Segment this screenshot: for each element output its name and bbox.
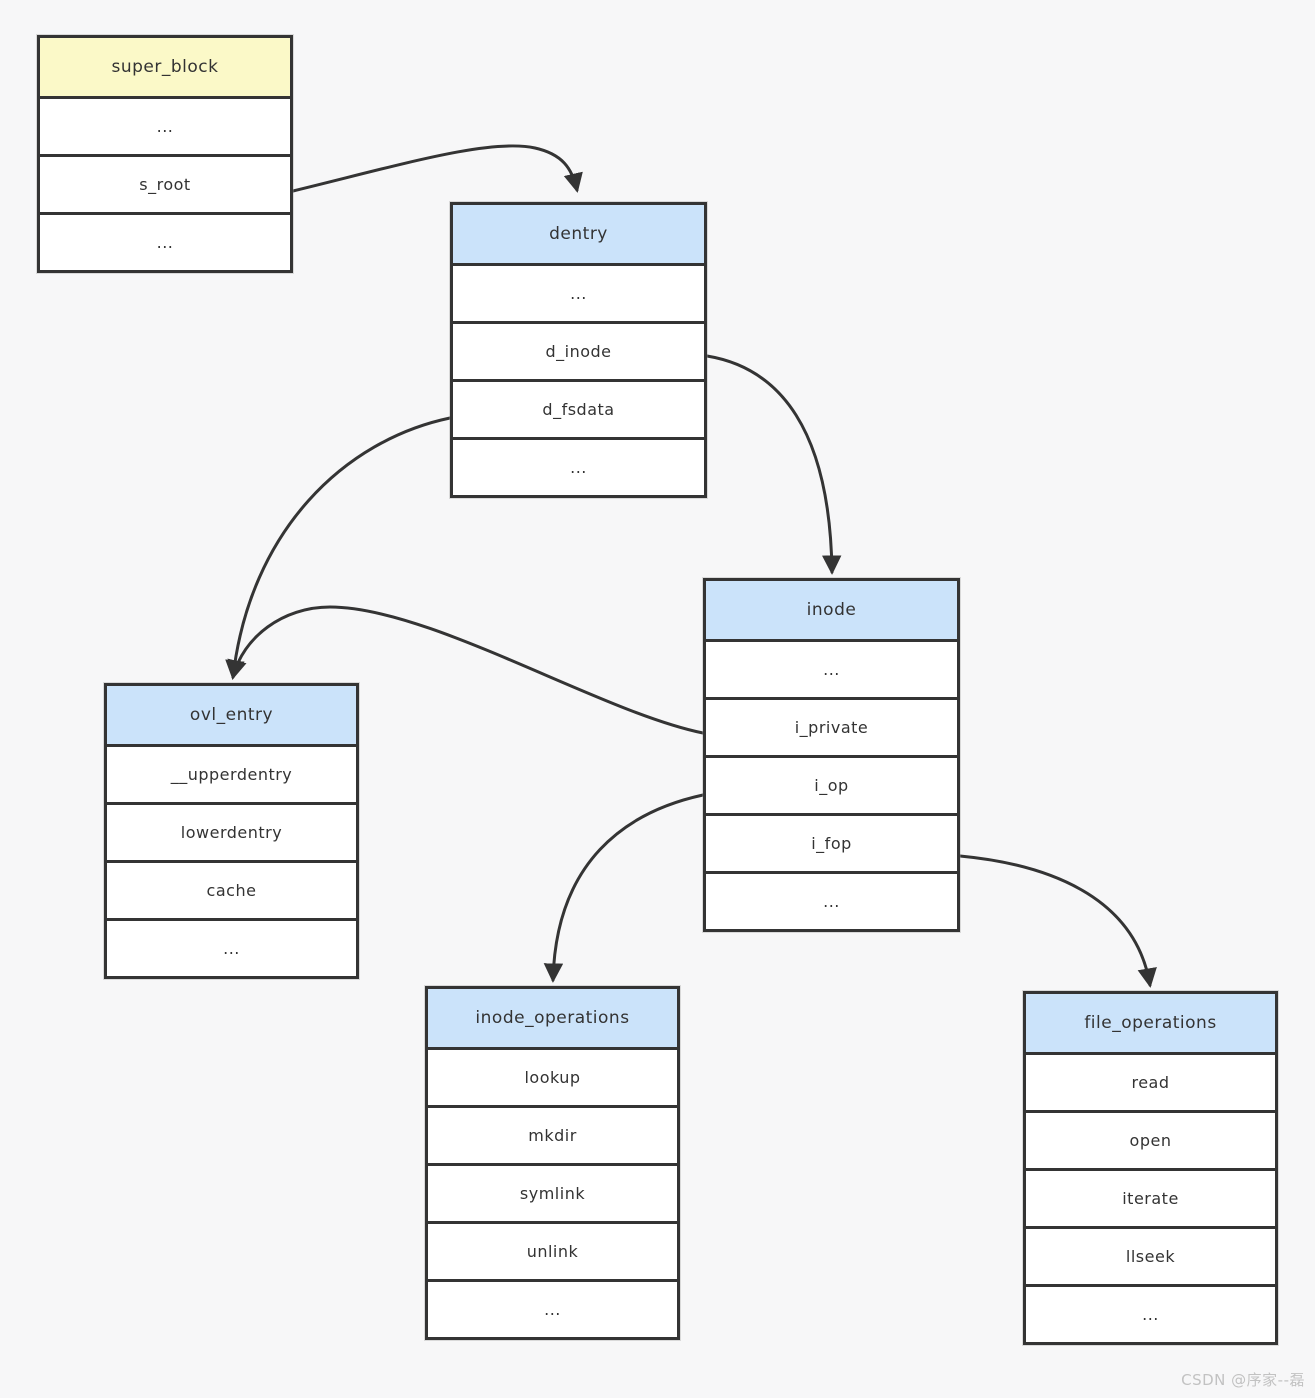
field-s-root: s_root	[40, 154, 290, 212]
struct-inode: inode ... i_private i_op i_fop ...	[703, 578, 960, 932]
struct-super-block: super_block ... s_root ...	[37, 35, 293, 273]
struct-inode-operations-title: inode_operations	[428, 989, 677, 1047]
edge-d-fsdata-to-ovl-entry	[225, 416, 452, 680]
struct-ovl-entry: ovl_entry __upperdentry lowerdentry cach…	[104, 683, 359, 979]
field-ellipsis: ...	[453, 263, 704, 321]
field-i-private: i_private	[706, 697, 957, 755]
field-i-fop: i_fop	[706, 813, 957, 871]
field-cache: cache	[107, 860, 356, 918]
struct-ovl-entry-title: ovl_entry	[107, 686, 356, 744]
field-d-inode: d_inode	[453, 321, 704, 379]
field-mkdir: mkdir	[428, 1105, 677, 1163]
edge-d-inode-to-inode	[705, 354, 842, 575]
field-d-fsdata: d_fsdata	[453, 379, 704, 437]
struct-inode-operations: inode_operations lookup mkdir symlink un…	[425, 986, 680, 1340]
struct-file-operations-title: file_operations	[1026, 994, 1275, 1052]
field-ellipsis: ...	[40, 96, 290, 154]
struct-file-operations: file_operations read open iterate llseek…	[1023, 991, 1278, 1345]
field-ellipsis: ...	[428, 1279, 677, 1337]
field-ellipsis: ...	[706, 639, 957, 697]
field-ellipsis: ...	[40, 212, 290, 270]
field-ellipsis: ...	[453, 437, 704, 495]
field-ellipsis: ...	[107, 918, 356, 976]
struct-super-block-title: super_block	[40, 38, 290, 96]
field-unlink: unlink	[428, 1221, 677, 1279]
field-llseek: llseek	[1026, 1226, 1275, 1284]
edge-i-fop-to-file-operations	[958, 854, 1157, 988]
struct-dentry-title: dentry	[453, 205, 704, 263]
edge-i-private-to-ovl-entry	[227, 605, 705, 735]
watermark: CSDN @序家--磊	[1181, 1371, 1305, 1389]
field-read: read	[1026, 1052, 1275, 1110]
field-symlink: symlink	[428, 1163, 677, 1221]
edge-i-op-to-inode-operations	[543, 793, 705, 983]
struct-inode-title: inode	[706, 581, 957, 639]
field-upperdentry: __upperdentry	[107, 744, 356, 802]
edge-s-root-to-dentry	[291, 144, 583, 193]
field-ellipsis: ...	[1026, 1284, 1275, 1342]
field-iterate: iterate	[1026, 1168, 1275, 1226]
field-lowerdentry: lowerdentry	[107, 802, 356, 860]
struct-dentry: dentry ... d_inode d_fsdata ...	[450, 202, 707, 498]
field-i-op: i_op	[706, 755, 957, 813]
field-open: open	[1026, 1110, 1275, 1168]
field-ellipsis: ...	[706, 871, 957, 929]
field-lookup: lookup	[428, 1047, 677, 1105]
